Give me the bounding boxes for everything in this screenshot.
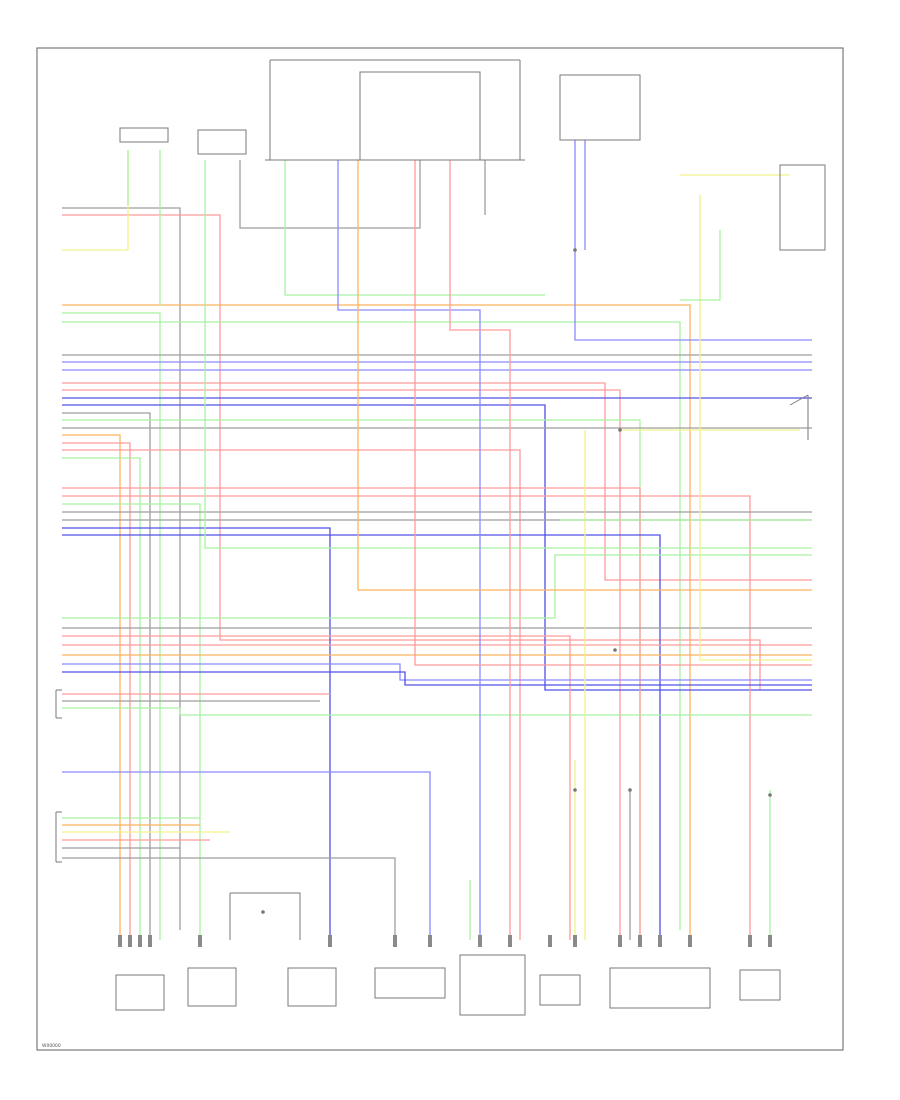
fuse-box-outline (265, 59, 525, 161)
connector-block (119, 127, 169, 143)
wire (62, 771, 431, 940)
component-box (187, 967, 237, 1007)
wire (62, 554, 812, 619)
wire (62, 857, 396, 940)
wire (62, 412, 151, 940)
component-layer (55, 59, 826, 1016)
component-box (539, 974, 581, 1006)
wire (574, 140, 812, 341)
component-box (374, 967, 446, 999)
wire (204, 160, 812, 549)
wire (62, 707, 812, 716)
component-box (609, 967, 711, 1009)
component-box (287, 967, 337, 1007)
component-box (115, 974, 165, 1011)
switch-block (779, 164, 826, 251)
wire (357, 160, 812, 591)
wire (62, 635, 571, 940)
wire (62, 321, 681, 930)
wire (62, 495, 751, 940)
component-box (739, 969, 781, 1001)
wire (62, 527, 331, 940)
wire (699, 195, 812, 661)
wire (62, 214, 761, 690)
terminal-pins (118, 935, 772, 947)
wire (337, 160, 481, 940)
wire (62, 304, 691, 940)
wire (62, 382, 812, 581)
wire-layer (62, 140, 812, 940)
wire (449, 160, 511, 940)
wire (239, 160, 421, 229)
ground-switch (789, 394, 809, 440)
fuse-block (359, 71, 481, 161)
splice-dots (261, 248, 772, 914)
wire (62, 434, 121, 940)
wire (680, 230, 721, 301)
wire (62, 207, 181, 930)
component-bracket (229, 892, 301, 940)
wire (62, 503, 201, 940)
wire (62, 534, 661, 940)
diagram-frame (36, 47, 844, 1051)
wire (62, 312, 161, 940)
connector-block (197, 129, 247, 155)
relay-block (559, 74, 641, 141)
wire (62, 442, 131, 940)
component-box (459, 954, 526, 1016)
wire (62, 457, 141, 940)
connector-bracket (55, 811, 62, 863)
connector-bracket (55, 689, 62, 719)
wire (62, 150, 129, 251)
wire (284, 160, 545, 296)
wire (62, 487, 641, 940)
wire (62, 671, 812, 686)
wire (62, 449, 521, 940)
wire (414, 160, 812, 666)
page-code: W00000 (42, 1043, 61, 1049)
wire (62, 389, 621, 940)
